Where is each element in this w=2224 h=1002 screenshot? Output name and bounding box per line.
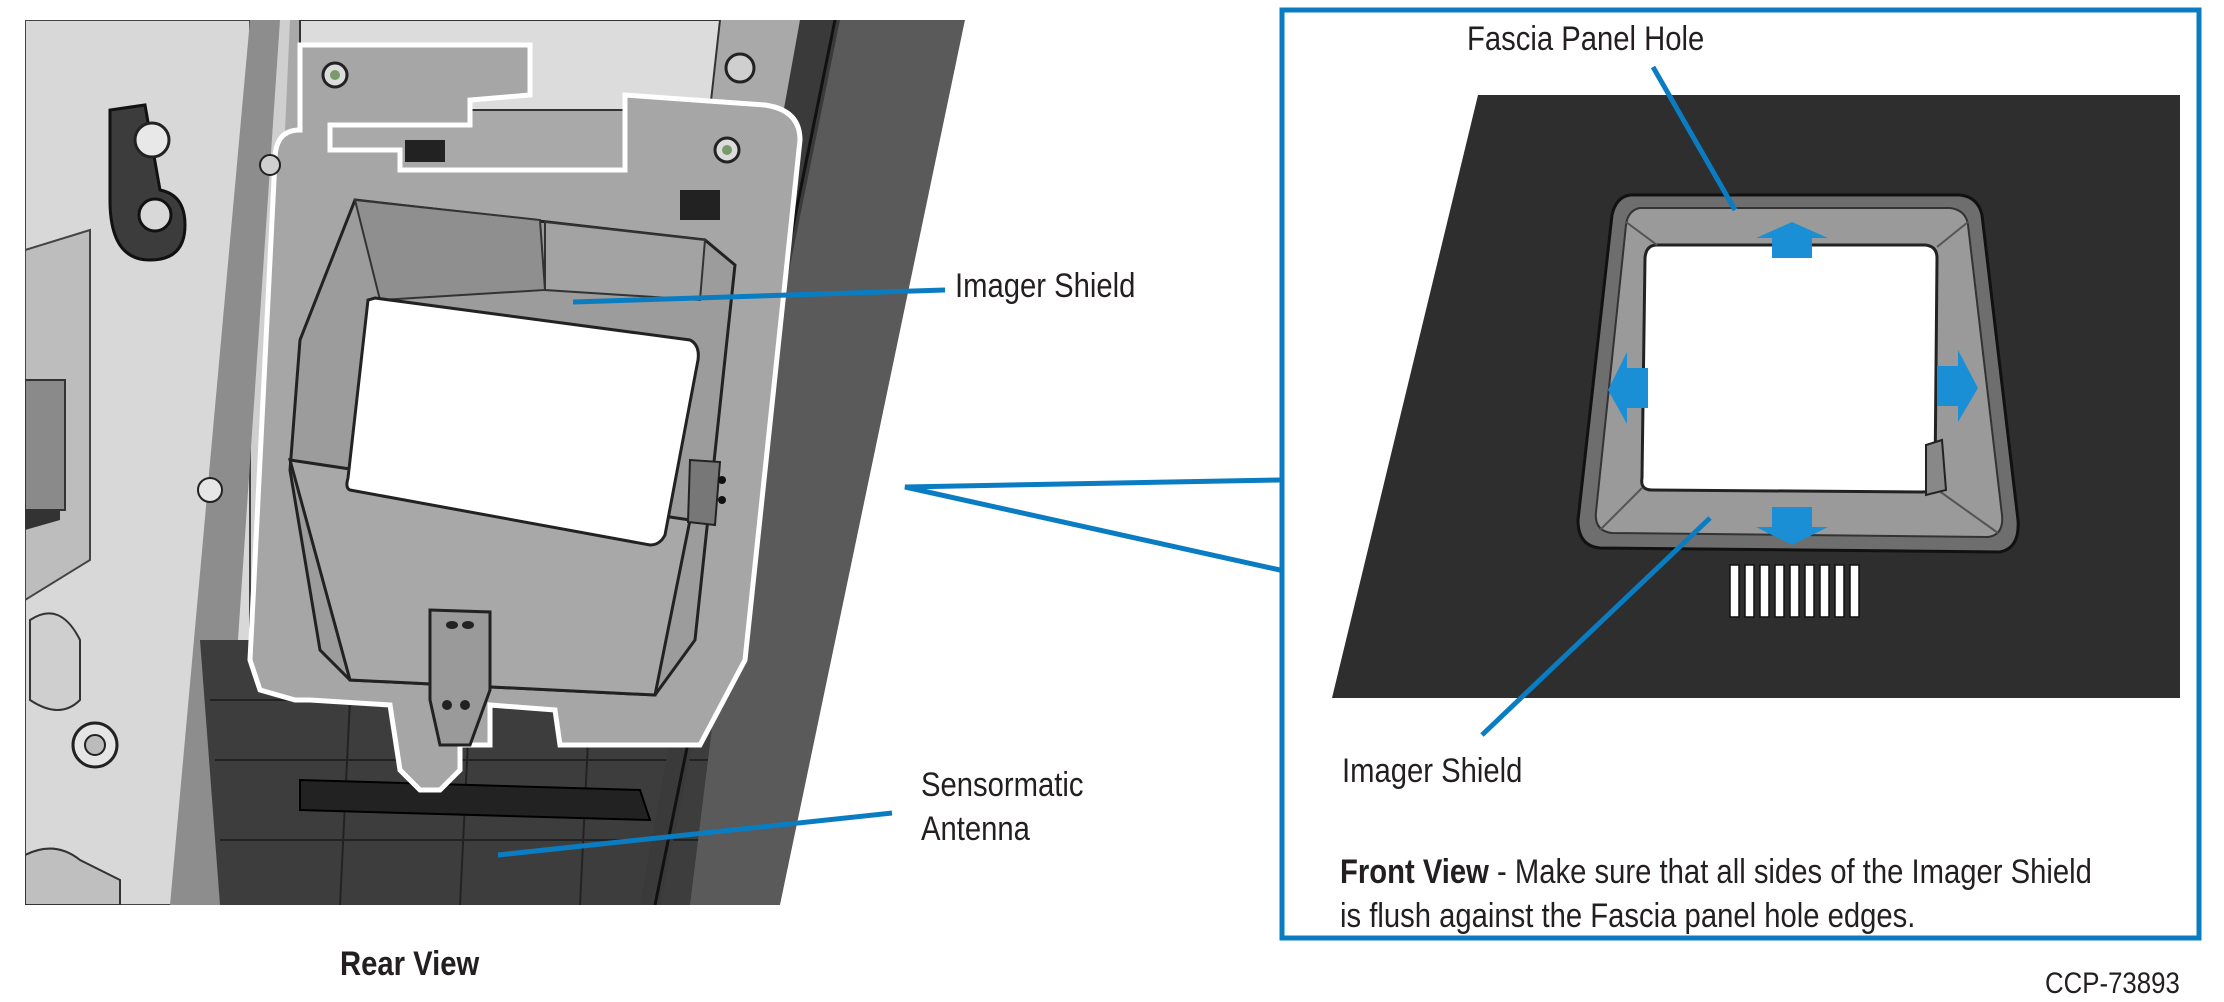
arrow-left-icon [1608, 352, 1648, 424]
fascia-panel-hole-label: Fascia Panel Hole [1467, 20, 1705, 58]
figure-id: CCP-73893 [2045, 967, 2180, 1000]
sensormatic-antenna-leader-line [497, 810, 893, 858]
imager-shield-leader-line [572, 287, 946, 305]
imager-shield-label-front: Imager Shield [1342, 752, 1523, 790]
imager-shield-label-rear: Imager Shield [955, 267, 1136, 305]
front-view-title: Front View [1340, 853, 1489, 891]
front-view-description: Front View - Make sure that all sides of… [1340, 850, 2092, 938]
rear-view-drawing [25, 20, 965, 905]
front-imager-shield-leader-line [1480, 516, 1712, 737]
fascia-hole-leader-line [1650, 65, 1738, 212]
sensormatic-antenna-label-line1: Sensormatic [921, 766, 1084, 804]
front-view-text-line2: is flush against the Fascia panel hole e… [1340, 897, 1916, 935]
front-view-text-line1: - Make sure that all sides of the Imager… [1488, 853, 2092, 891]
arrow-up-icon [1756, 222, 1828, 258]
sensormatic-antenna-label-line2: Antenna [921, 810, 1030, 848]
rear-view-caption: Rear View [340, 945, 480, 983]
front-view-drawing [1332, 95, 2180, 698]
arrow-right-icon [1937, 350, 1978, 422]
detail-zoom-connector [904, 477, 1281, 573]
arrow-down-icon [1756, 507, 1828, 545]
direction-arrows [1608, 222, 1978, 545]
